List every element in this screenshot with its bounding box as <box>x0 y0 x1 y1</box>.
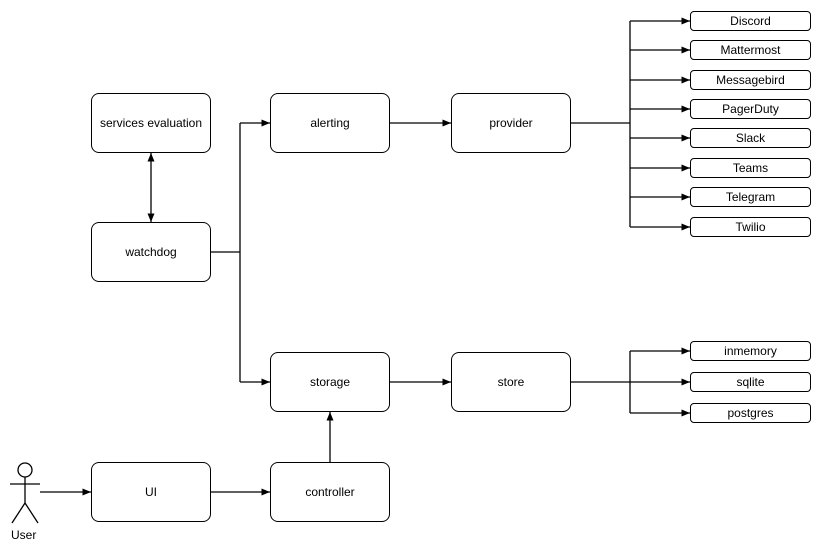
node-storage: storage <box>270 352 390 412</box>
node-controller: controller <box>270 462 390 522</box>
node-messagebird: Messagebird <box>690 70 811 90</box>
node-telegram: Telegram <box>690 187 811 207</box>
node-inmemory: inmemory <box>690 341 811 361</box>
edge-provider-fan-trunk <box>571 21 631 227</box>
node-teams: Teams <box>690 158 811 178</box>
user-actor-label: User <box>11 528 37 542</box>
node-discord: Discord <box>690 11 811 31</box>
node-slack: Slack <box>690 128 811 148</box>
node-ui: UI <box>91 462 211 522</box>
node-alerting: alerting <box>270 93 390 153</box>
node-provider: provider <box>451 93 571 153</box>
edge-store-fan-trunk <box>571 351 631 413</box>
node-services-evaluation: services evaluation <box>91 93 211 153</box>
edge-watchdog-branch-trunk <box>211 123 241 382</box>
node-mattermost: Mattermost <box>690 40 811 60</box>
node-pagerduty: PagerDuty <box>690 99 811 119</box>
node-postgres: postgres <box>690 403 811 423</box>
node-watchdog: watchdog <box>91 222 211 282</box>
user-actor-icon <box>10 462 40 524</box>
node-twilio: Twilio <box>690 217 811 237</box>
node-store: store <box>451 352 571 412</box>
node-sqlite: sqlite <box>690 372 811 392</box>
